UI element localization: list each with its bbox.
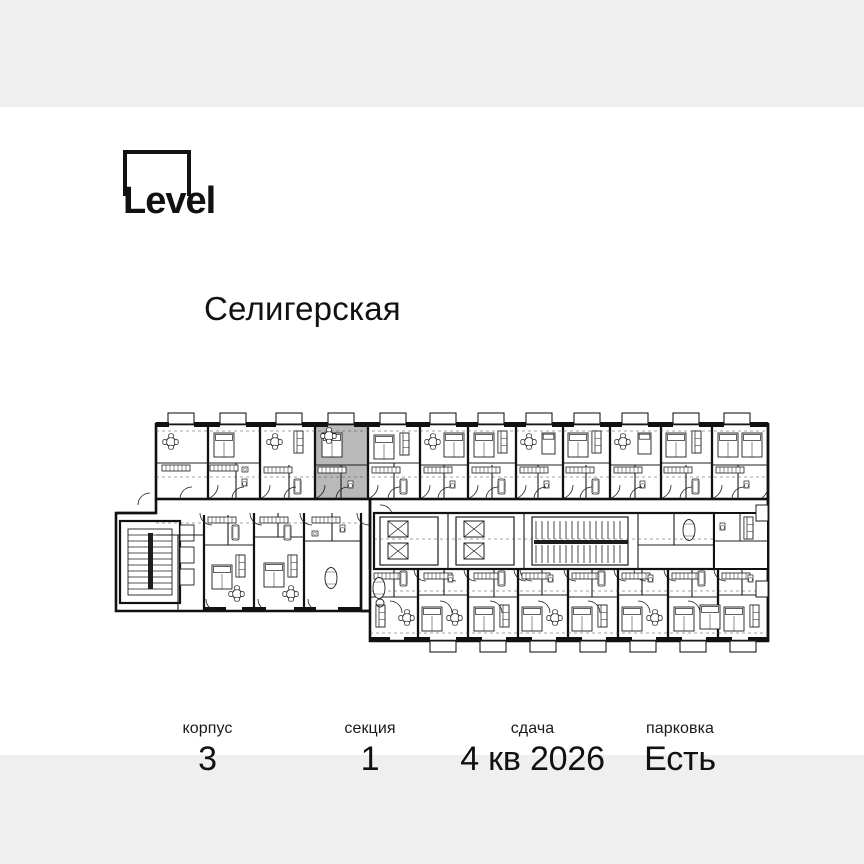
spec-sdacha: сдача 4 кв 2026 bbox=[445, 719, 620, 779]
spec-korpus: корпус 3 bbox=[120, 719, 295, 779]
spec-label: сдача bbox=[510, 720, 555, 737]
lower-band-units bbox=[370, 568, 768, 653]
square-outline-icon: Level bbox=[123, 150, 216, 220]
spec-parkovka: парковка Есть bbox=[620, 719, 740, 779]
spec-value: 4 кв 2026 bbox=[460, 740, 605, 778]
project-name: Селигерская bbox=[204, 290, 401, 327]
doors-upper bbox=[179, 484, 769, 500]
floor-plan-drawing bbox=[108, 405, 776, 657]
left-stair-core bbox=[116, 492, 195, 605]
spec-label: секция bbox=[344, 720, 396, 737]
logo-wordmark: Level bbox=[123, 180, 216, 222]
left-lower-wing bbox=[156, 512, 370, 612]
spec-sektsiya: секция 1 bbox=[295, 719, 445, 779]
central-core bbox=[372, 504, 716, 582]
spec-value: 1 bbox=[360, 740, 380, 778]
upper-band-units bbox=[156, 412, 768, 499]
spec-value: 3 bbox=[198, 740, 217, 778]
spec-label: корпус bbox=[182, 720, 233, 737]
right-service-core bbox=[713, 512, 769, 570]
floor-plan bbox=[108, 405, 776, 657]
spec-label: парковка bbox=[645, 720, 715, 737]
listing-card: Level Селигерская bbox=[0, 107, 864, 778]
brand-logo: Level bbox=[123, 150, 216, 220]
spec-value: Есть bbox=[644, 740, 716, 778]
specs-row: корпус 3 секция 1 сдача 4 кв 2026 парков… bbox=[120, 719, 740, 791]
reentrant-corner bbox=[361, 499, 372, 613]
right-end-detail bbox=[755, 504, 769, 598]
